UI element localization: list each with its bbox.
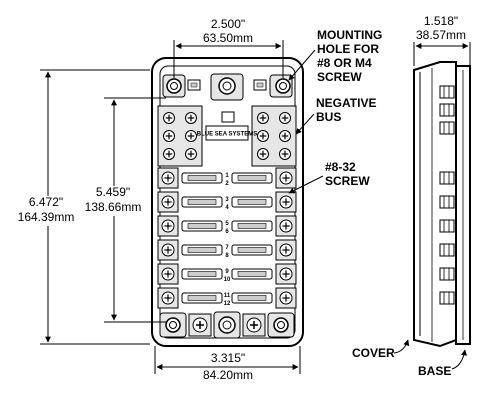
side-terminal-icon [439,121,455,135]
dim-width-top-in: 2.500" [211,17,245,31]
negative-bus-screw-icon [163,130,175,142]
callout-mounting-1: MOUNTING [317,28,382,42]
fuse-terminal-screw-icon [161,195,175,209]
fuse-number: 3 [225,197,229,203]
side-terminal-icon [439,291,455,305]
side-terminal-icon [439,267,455,281]
side-terminal-icon [439,85,455,99]
dim-height-total-mm: 164.39mm [18,210,75,224]
fuse-row: 78 [157,239,297,261]
brand-plate [205,125,249,141]
dim-height-inner-mm: 138.66mm [85,200,142,214]
dim-width-bottom-mm: 84.20mm [203,368,253,382]
fuse-terminal-screw-icon [279,291,293,305]
fuse-row: 910 [157,263,297,285]
side-terminal-icon [439,171,455,185]
dim-depth-in: 1.518" [424,14,458,28]
fuse-terminal-screw-icon [279,243,293,257]
side-terminal-icon [439,103,455,117]
fuse-number: 7 [225,245,229,251]
dim-height-total-in: 6.472" [29,195,63,209]
fuse-terminal-screw-icon [161,267,175,281]
negative-bus-screw-icon [279,148,291,160]
side-terminal-icon [439,195,455,209]
bottom-mounting-area [159,311,295,339]
negative-bus-screw-icon [163,112,175,124]
dim-width-top-mm: 63.50mm [203,31,253,45]
fuse-slot-icon [181,268,223,280]
fuse-terminal-screw-icon [161,171,175,185]
negative-bus-screw-icon [257,112,269,124]
callout-mounting-4: SCREW [317,70,362,84]
fuse-row: 56 [157,215,297,237]
fuse-slot-icon [231,244,273,256]
negative-bus-screw-icon [257,130,269,142]
fuse-number: 4 [225,205,229,211]
negative-bus-screw-icon [279,130,291,142]
side-terminal-icon [439,219,455,233]
negative-bus-right [251,105,297,167]
top-mounting-area [162,73,293,123]
fuse-number: 10 [224,277,231,283]
fuse-row: 34 [157,191,297,213]
fuse-slot-icon [231,172,273,184]
fuse-terminal-screw-icon [161,243,175,257]
fuse-terminal-screw-icon [279,219,293,233]
callout-base: BASE [418,364,451,378]
callout-screw-1: #8-32 [325,160,356,174]
brand-text: BLUE SEA SYSTEMS [197,132,257,138]
fuse-number: 2 [225,181,229,187]
side-view: 1.518" 38.57mm [413,14,471,348]
negative-bus-screw-icon [185,148,197,160]
fuse-terminal-screw-icon [161,291,175,305]
callout-negative-1: NEGATIVE [316,96,376,110]
negative-bus-screw-icon [257,148,269,160]
negative-bus-screw-icon [279,112,291,124]
callout-cover: COVER [352,346,395,360]
fuse-slot-icon [231,196,273,208]
dimension-texts: 2.500" 63.50mm 6.472" 164.39mm 5.459" 13… [4,17,253,382]
callout-negative-2: BUS [316,110,341,124]
fuse-slot-icon [181,244,223,256]
fuse-terminal-screw-icon [161,219,175,233]
fuse-slot-icon [231,268,273,280]
fuse-number: 8 [225,253,229,259]
fuse-slot-icon [231,220,273,232]
fuse-terminal-screw-icon [279,195,293,209]
negative-bus-screw-icon [163,148,175,160]
side-terminal-icon [439,243,455,257]
fuse-terminal-screw-icon [279,171,293,185]
callout-mounting-3: #8 OR M4 [317,56,372,70]
fuse-number: 12 [224,301,231,307]
dim-width-bottom-in: 3.315" [211,351,245,365]
fuse-number: 9 [225,269,229,275]
fuse-number: 6 [225,229,229,235]
fuse-number: 1 [225,173,229,179]
fuse-slot-icon [181,220,223,232]
dim-depth-mm: 38.57mm [416,28,466,42]
callout-mounting-2: HOLE FOR [317,42,379,56]
fuse-terminal-screw-icon [279,267,293,281]
fuse-slot-icon [181,292,223,304]
negative-bus-screw-icon [185,112,197,124]
indicator-window [221,111,235,123]
negative-bus-left [157,105,203,167]
fuse-slot-icon [181,196,223,208]
fuse-number: 11 [224,293,231,299]
fuse-number: 5 [225,221,229,227]
callout-screw-2: SCREW [325,174,370,188]
dim-height-inner-in: 5.459" [96,185,130,199]
fuse-row: 12 [157,167,297,189]
side-terminals [439,85,455,305]
fuse-slot-icon [231,292,273,304]
fuse-slot-icon [181,172,223,184]
negative-bus-screw-icon [185,130,197,142]
callouts: MOUNTING HOLE FOR #8 OR M4 SCREW NEGATIV… [288,28,467,378]
